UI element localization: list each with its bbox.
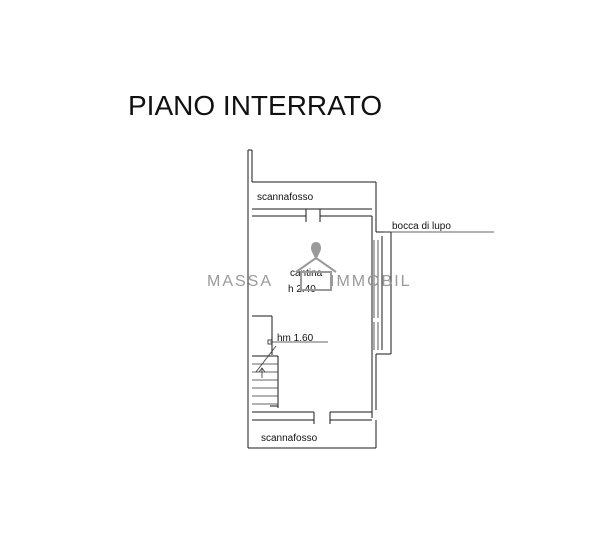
bottom-vent-area: scannafosso	[252, 412, 372, 444]
bottom-vent-label: scannafosso	[261, 433, 318, 444]
light-well-label: bocca di lupo	[392, 221, 451, 232]
top-vent-label: scannafosso	[257, 192, 314, 203]
top-vent-area: scannafosso	[252, 192, 372, 222]
light-well: bocca di lupo	[373, 221, 494, 355]
watermark-left: MASSA	[207, 273, 273, 290]
main-room-walls	[247, 216, 373, 448]
house-pin-icon	[295, 242, 337, 291]
watermark: MASSA IMMOBIL	[207, 242, 412, 291]
watermark-right: IMMOBIL	[330, 273, 412, 290]
plan-title: PIANO INTERRATO	[128, 90, 382, 121]
stair-area: hm 1.60	[252, 315, 328, 413]
stair-height-label: hm 1.60	[277, 333, 314, 344]
room-name: cantina	[290, 268, 323, 279]
